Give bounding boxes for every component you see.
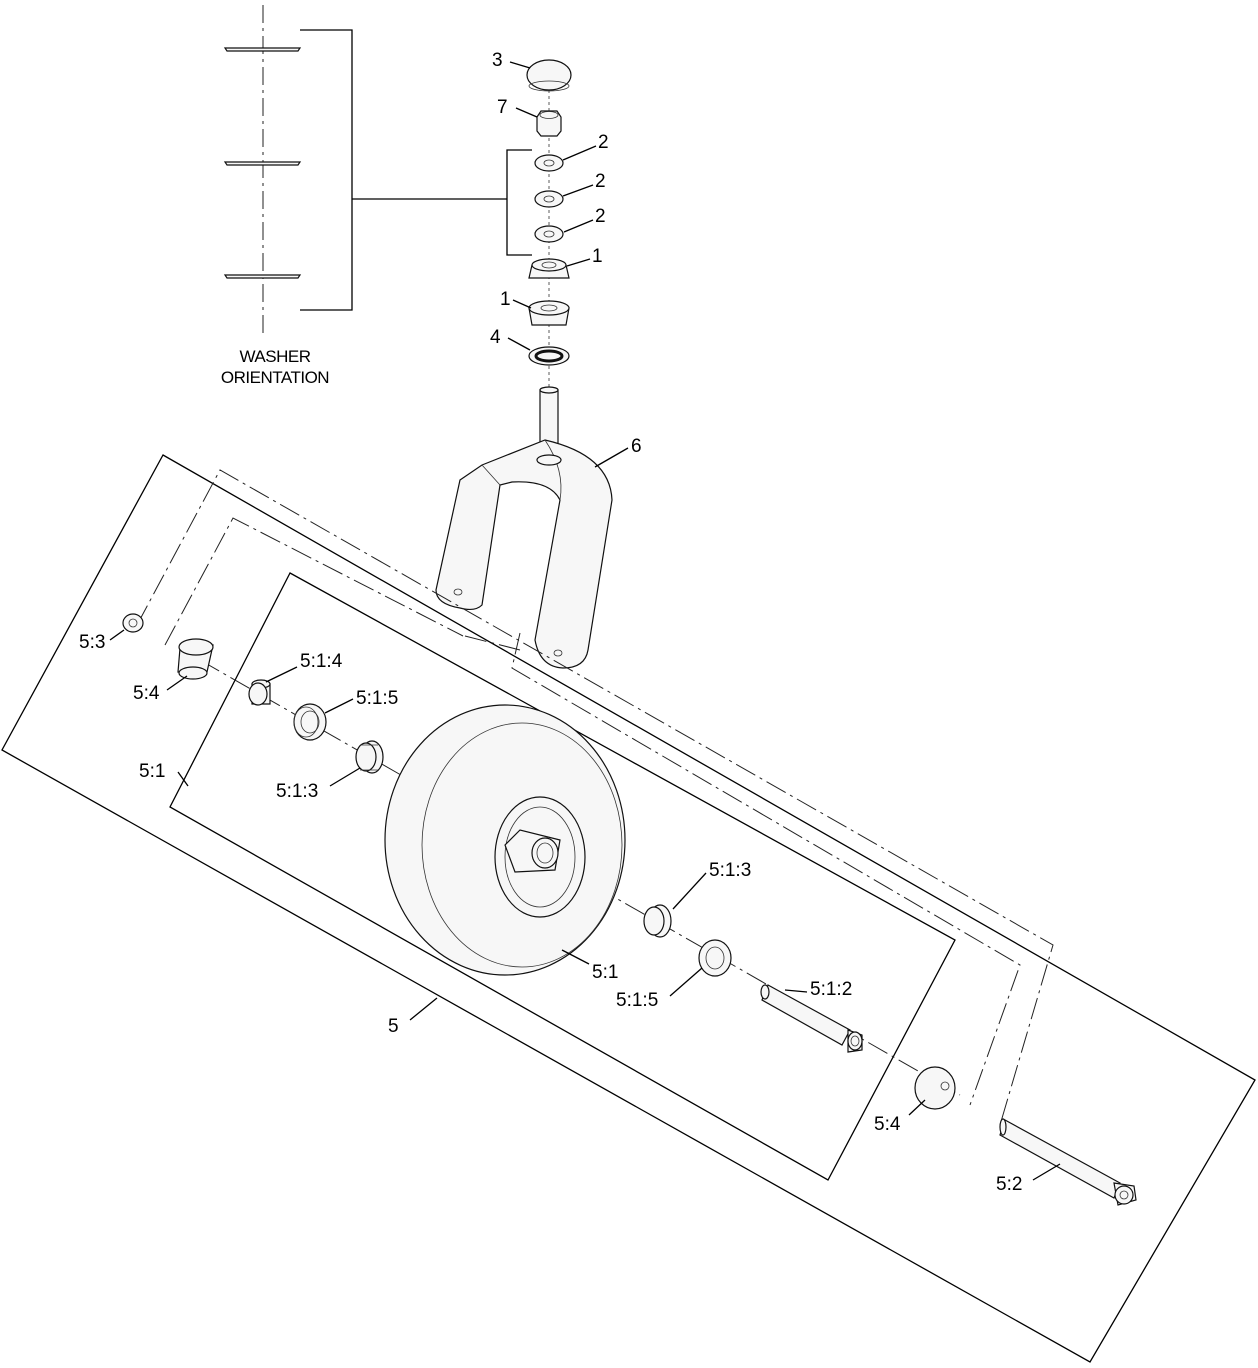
- callout-4: 4: [490, 327, 501, 348]
- callout-5-1-3-right: 5:1:3: [709, 860, 751, 881]
- part-bearing-cone-left: [355, 740, 384, 774]
- part-seal: [528, 346, 570, 366]
- part-axle-bolt: [760, 984, 863, 1053]
- callout-5-1-3-left: 5:1:3: [276, 781, 318, 802]
- callout-5-1-4: 5:1:4: [300, 651, 343, 672]
- part-cap: [526, 59, 572, 92]
- part-washers: [534, 154, 564, 243]
- part-spacer-left: [177, 638, 214, 680]
- callout-5: 5: [388, 1016, 399, 1037]
- callout-3: 3: [492, 50, 503, 71]
- leader-lines: [109, 61, 1061, 1181]
- callout-1-upper: 1: [592, 246, 603, 267]
- part-spacer-5-1-4: [248, 679, 271, 706]
- part-bearing-cones: [528, 258, 570, 326]
- part-nut-5-3: [122, 613, 144, 633]
- washer-orientation-inset: WASHER ORIENTATION: [221, 5, 532, 387]
- callout-6: 6: [631, 436, 642, 457]
- callout-5-1-5-right: 5:1:5: [616, 990, 658, 1011]
- part-nut: [536, 110, 562, 137]
- callout-5-1-2: 5:1:2: [810, 979, 852, 1000]
- part-wheel: [384, 704, 626, 976]
- part-fork: [435, 386, 613, 669]
- callout-5-2: 5:2: [996, 1174, 1022, 1195]
- callout-5-1-right: 5:1: [592, 962, 618, 983]
- assembly-box-5-1: [169, 572, 956, 1181]
- callout-7: 7: [497, 97, 508, 118]
- part-bearing-cone-right: [643, 904, 672, 938]
- callout-2-middle: 2: [595, 171, 606, 192]
- washer-orientation-subtitle: ORIENTATION: [221, 368, 329, 387]
- part-long-bolt: [999, 1118, 1137, 1206]
- callout-5-3: 5:3: [79, 632, 105, 653]
- assembly-box-5: [1, 454, 1256, 1363]
- callout-5-1-left: 5:1: [139, 761, 165, 782]
- washer-orientation-title: WASHER: [240, 347, 311, 366]
- callout-1-lower: 1: [500, 289, 511, 310]
- part-bearing-cup-right: [698, 939, 732, 977]
- callout-5-4-left: 5:4: [133, 683, 160, 704]
- callout-5-4-right: 5:4: [874, 1114, 901, 1135]
- callout-2-top: 2: [598, 132, 609, 153]
- part-spacer-right: [914, 1066, 956, 1110]
- callout-2-bottom: 2: [595, 206, 606, 227]
- part-bearing-cup-left: [293, 703, 327, 741]
- callout-5-1-5-left: 5:1:5: [356, 688, 398, 709]
